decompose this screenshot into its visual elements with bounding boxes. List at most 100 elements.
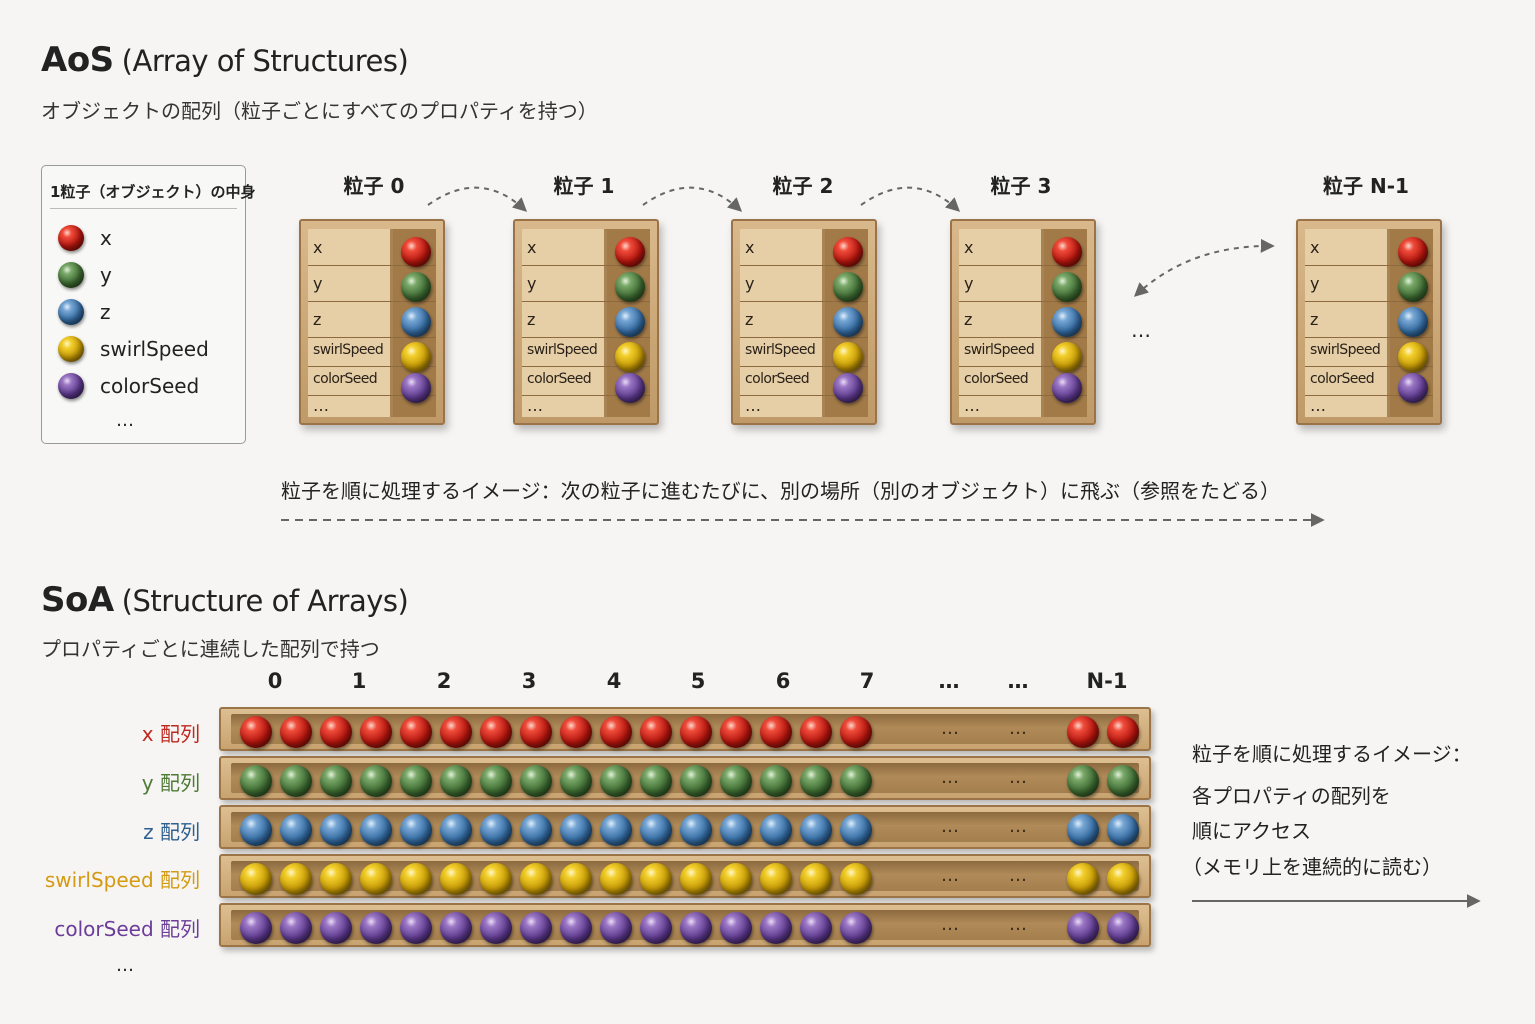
- blue-marble-icon: [401, 307, 431, 337]
- green-marble-icon: [360, 765, 392, 797]
- red-marble-icon: [520, 716, 552, 748]
- purple-marble-icon: [58, 373, 84, 399]
- green-marble-icon: [720, 765, 752, 797]
- crate-field-label: swirlSpeed: [745, 342, 816, 358]
- yellow-marble-icon: [520, 863, 552, 895]
- soa-array-label: colorSeed 配列: [54, 917, 200, 941]
- blue-marble-icon: [360, 814, 392, 846]
- tray-ellipsis: …: [1009, 767, 1027, 788]
- legend-divider: [50, 208, 237, 209]
- purple-marble-icon: [615, 373, 645, 403]
- crate-field-label: z: [527, 310, 536, 329]
- aos-gap-ellipsis: …: [1131, 318, 1151, 342]
- crate-field-label: x: [527, 238, 537, 257]
- blue-marble-icon: [58, 299, 84, 325]
- soa-array-label: z 配列: [143, 820, 200, 844]
- tray-ellipsis: …: [1009, 865, 1027, 886]
- green-marble-icon: [600, 765, 632, 797]
- yellow-marble-icon: [280, 863, 312, 895]
- soa-sequence-arrow: [1192, 894, 1481, 908]
- red-marble-icon: [1398, 237, 1428, 267]
- soa-more: …: [116, 955, 134, 976]
- red-marble-icon: [320, 716, 352, 748]
- red-marble-icon: [600, 716, 632, 748]
- tray-ellipsis: …: [941, 767, 959, 788]
- crate-field-label: …: [964, 396, 980, 415]
- red-marble-icon: [800, 716, 832, 748]
- blue-marble-icon: [720, 814, 752, 846]
- blue-marble-icon: [240, 814, 272, 846]
- yellow-marble-icon: [400, 863, 432, 895]
- jump-arrow: [860, 186, 961, 212]
- yellow-marble-icon: [840, 863, 872, 895]
- yellow-marble-icon: [600, 863, 632, 895]
- purple-marble-icon: [833, 373, 863, 403]
- soa-array-label: y 配列: [141, 771, 200, 795]
- blue-marble-icon: [520, 814, 552, 846]
- red-marble-icon: [1107, 716, 1139, 748]
- red-marble-icon: [833, 237, 863, 267]
- soa-index-label: 5: [690, 669, 706, 693]
- soa-array-tray: ……: [219, 805, 1151, 849]
- legend-item-x: x: [58, 224, 112, 252]
- crate-field-label: y: [745, 274, 755, 293]
- legend-item-y: y: [58, 261, 112, 289]
- blue-marble-icon: [400, 814, 432, 846]
- crate-field-label: z: [313, 310, 322, 329]
- tray-ellipsis: …: [1009, 718, 1027, 739]
- legend-item-colorseed: colorSeed: [58, 372, 199, 400]
- soa-title-main: SoA: [41, 580, 114, 620]
- legend-label: colorSeed: [100, 374, 200, 398]
- purple-marble-icon: [760, 912, 792, 944]
- soa-index-label: 4: [606, 669, 622, 693]
- crate-field-label: colorSeed: [527, 371, 592, 387]
- green-marble-icon: [480, 765, 512, 797]
- blue-marble-icon: [1107, 814, 1139, 846]
- purple-marble-icon: [1107, 912, 1139, 944]
- yellow-marble-icon: [760, 863, 792, 895]
- green-marble-icon: [800, 765, 832, 797]
- crate-field-label: colorSeed: [1310, 371, 1375, 387]
- red-marble-icon: [401, 237, 431, 267]
- legend-label: x: [100, 226, 112, 250]
- purple-marble-icon: [600, 912, 632, 944]
- blue-marble-icon: [800, 814, 832, 846]
- purple-marble-icon: [840, 912, 872, 944]
- soa-title: SoA(Structure of Arrays): [41, 580, 409, 620]
- yellow-marble-icon: [401, 342, 431, 372]
- legend-label: z: [100, 300, 111, 324]
- purple-marble-icon: [640, 912, 672, 944]
- soa-index-label: 6: [775, 669, 791, 693]
- crate-field-label: x: [745, 238, 755, 257]
- red-marble-icon: [480, 716, 512, 748]
- crate-field-label: colorSeed: [745, 371, 810, 387]
- purple-marble-icon: [280, 912, 312, 944]
- blue-marble-icon: [840, 814, 872, 846]
- red-marble-icon: [240, 716, 272, 748]
- legend-more: …: [116, 410, 134, 431]
- tray-ellipsis: …: [941, 865, 959, 886]
- purple-marble-icon: [1067, 912, 1099, 944]
- purple-marble-icon: [520, 912, 552, 944]
- green-marble-icon: [1052, 272, 1082, 302]
- crate-field-label: x: [313, 238, 323, 257]
- soa-index-label: …: [938, 669, 960, 693]
- green-marble-icon: [615, 272, 645, 302]
- legend-title: 1粒子（オブジェクト）の中身: [50, 183, 256, 201]
- yellow-marble-icon: [560, 863, 592, 895]
- legend-item-z: z: [58, 298, 111, 326]
- yellow-marble-icon: [320, 863, 352, 895]
- crate-field-label: swirlSpeed: [527, 342, 598, 358]
- particle-title: 粒子 2: [772, 174, 834, 198]
- yellow-marble-icon: [1067, 863, 1099, 895]
- particle-title: 粒子 0: [343, 174, 405, 198]
- green-marble-icon: [400, 765, 432, 797]
- purple-marble-icon: [401, 373, 431, 403]
- soa-index-label: …: [1007, 669, 1029, 693]
- tray-ellipsis: …: [941, 914, 959, 935]
- purple-marble-icon: [440, 912, 472, 944]
- crate-field-label: z: [745, 310, 754, 329]
- yellow-marble-icon: [1052, 342, 1082, 372]
- blue-marble-icon: [280, 814, 312, 846]
